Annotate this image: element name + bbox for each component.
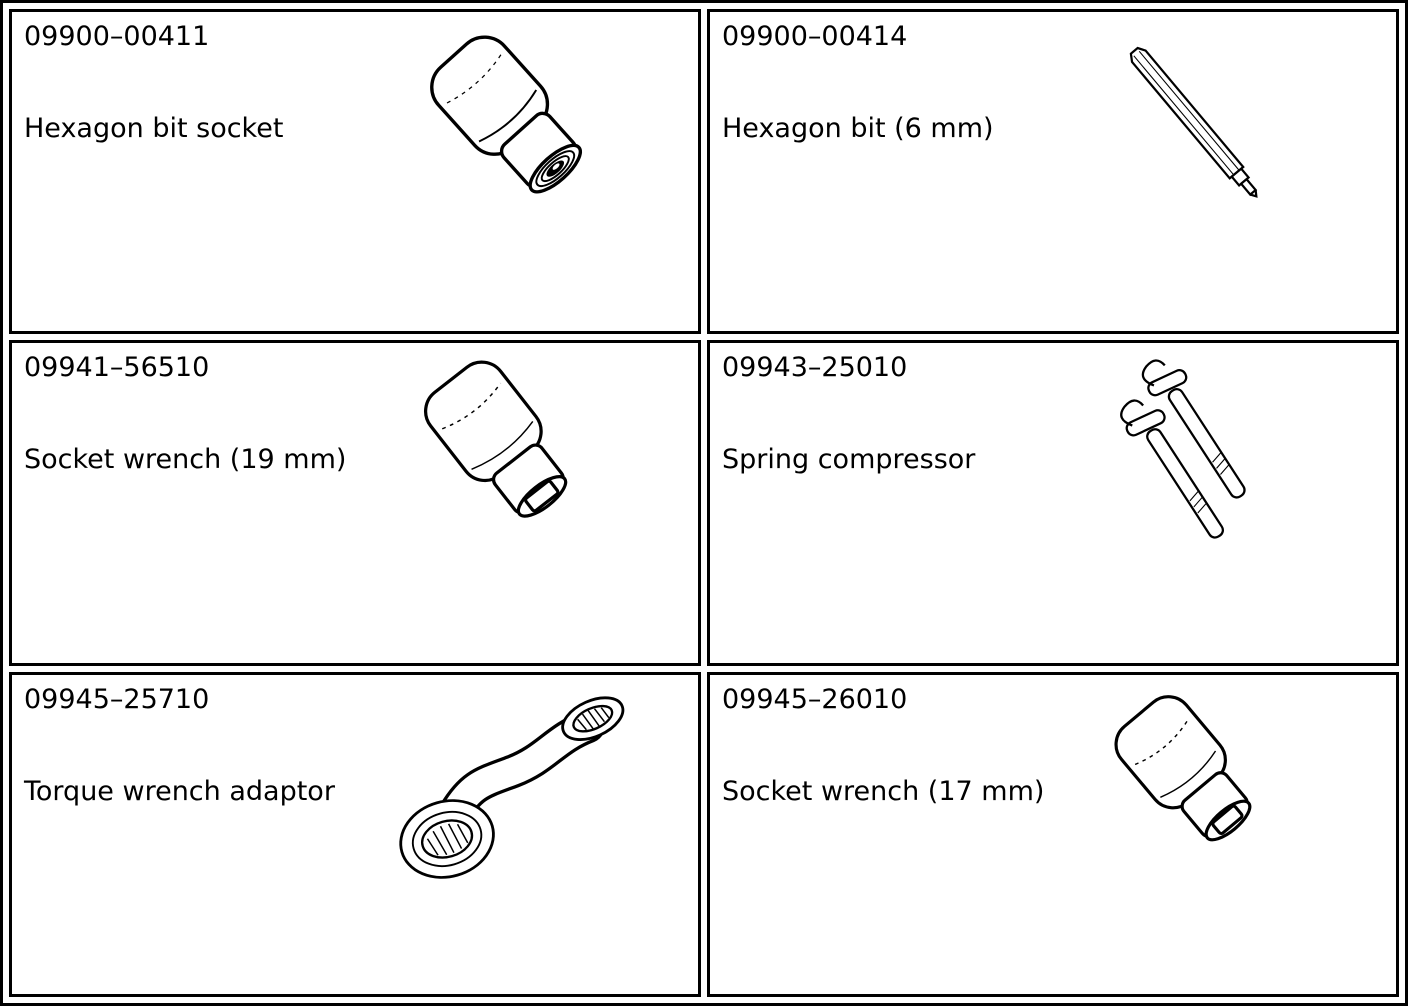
- table-cell-torque-wrench-adaptor: 09945–25710 Torque wrench adaptor: [9, 671, 701, 997]
- hexagon-bit-socket-illustration: [430, 35, 582, 194]
- part-number: 09941–56510: [24, 352, 210, 384]
- tool-name: Spring compressor: [722, 444, 976, 476]
- table-cell-socket-wrench-17mm: 09945–26010 Socket wrench (17 mm): [707, 671, 1399, 997]
- part-number: 09900–00411: [24, 21, 210, 52]
- hexagon-bit-illustration: [1129, 46, 1258, 198]
- tool-name: Socket wrench (19 mm): [24, 444, 347, 476]
- tool-name: Hexagon bit socket: [24, 113, 284, 144]
- socket-wrench-19mm-illustration: [424, 360, 568, 519]
- table-cell-hexagon-bit-socket: 09900–00411 Hexagon bit socket: [9, 9, 701, 335]
- tool-name: Hexagon bit (6 mm): [722, 113, 994, 144]
- table-cell-spring-compressor: 09943–25010 Spring compressor: [707, 340, 1399, 666]
- part-number: 09943–25010: [722, 352, 908, 384]
- tool-name: Torque wrench adaptor: [24, 775, 335, 807]
- part-number: 09945–25710: [24, 683, 210, 715]
- table-cell-hexagon-bit: 09900–00414 Hexagon bit (6 mm): [707, 9, 1399, 335]
- spring-compressor-illustration: [1120, 359, 1246, 539]
- torque-wrench-adaptor-illustration: [399, 696, 625, 879]
- tool-name: Socket wrench (17 mm): [722, 775, 1045, 807]
- socket-wrench-17mm-illustration: [1114, 694, 1252, 841]
- part-number: 09945–26010: [722, 683, 908, 715]
- part-number: 09900–00414: [722, 21, 908, 52]
- sst-tool-grid: 09900–00411 Hexagon bit socket: [9, 9, 1399, 997]
- table-cell-socket-wrench-19mm: 09941–56510 Socket wrench (19 mm): [9, 340, 701, 666]
